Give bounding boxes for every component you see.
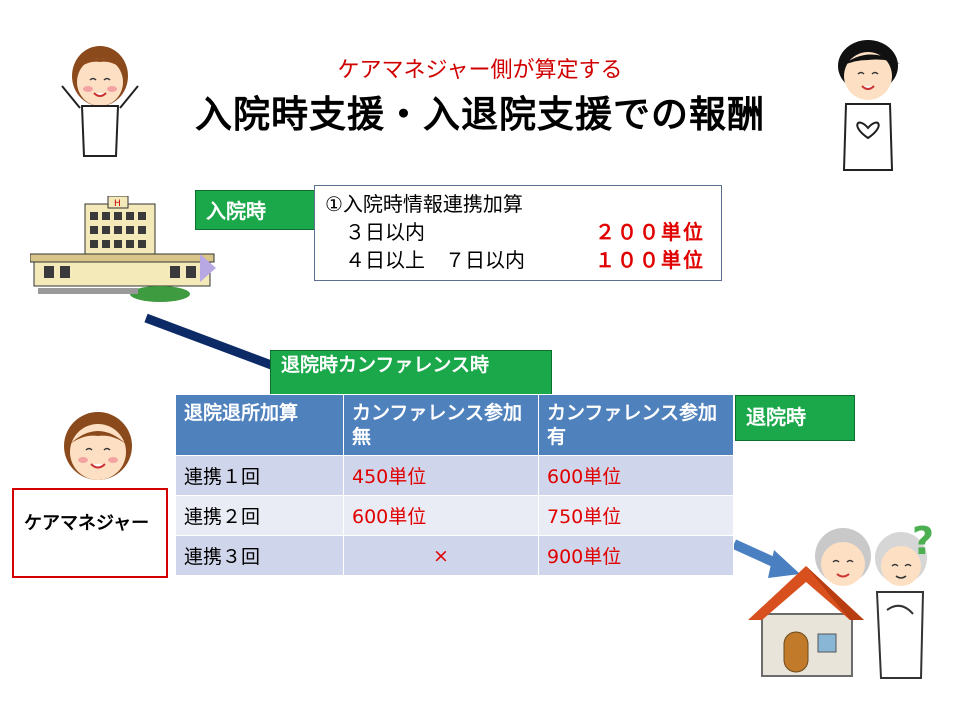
elderly-couple-illustration <box>815 528 927 679</box>
table-cell: 600単位 <box>343 495 539 536</box>
care-manager-label: ケアマネジャー <box>12 488 168 578</box>
reward-table: 退院退所加算 カンファレンス参加無 カンファレンス参加有 連携１回 450単位 … <box>175 394 734 576</box>
table-header-cell: カンファレンス参加無 <box>343 394 539 456</box>
table-cell: 連携２回 <box>175 495 344 536</box>
subtitle: ケアマネジャー側が算定する <box>337 58 623 83</box>
table-row: 連携３回 × 900単位 <box>175 535 734 576</box>
care-manager-face <box>64 412 132 480</box>
question-mark-icon: ? <box>912 519 934 562</box>
table-header-row: 退院退所加算 カンファレンス参加無 カンファレンス参加有 <box>175 394 734 456</box>
page-title: 入院時支援・入退院支援での報酬 <box>195 93 765 136</box>
table-cell: 連携１回 <box>175 455 344 496</box>
admission-row: ４日以上 ７日以内 １００単位 <box>325 246 711 274</box>
house-illustration <box>748 566 864 677</box>
table-header-cell: カンファレンス参加有 <box>538 394 734 456</box>
svg-text:H: H <box>114 199 121 209</box>
table-header-cell: 退院退所加算 <box>175 394 344 456</box>
admission-value: １００単位 <box>595 248 705 272</box>
table-cell: × <box>343 535 539 576</box>
admission-label: 入院時 <box>195 190 315 230</box>
admission-period: ３日以内 <box>345 220 425 244</box>
admission-period: ４日以上 ７日以内 <box>345 248 525 272</box>
arrow-right-icon <box>734 539 800 578</box>
discharge-label: 退院時 <box>735 395 855 441</box>
admission-info-box: ①入院時情報連携加算 ３日以内 ２００単位 ４日以上 ７日以内 １００単位 <box>314 185 722 281</box>
admission-value: ２００単位 <box>595 220 705 244</box>
helper-illustration <box>838 40 900 171</box>
table-cell: 750単位 <box>538 495 734 536</box>
table-row: 連携２回 600単位 750単位 <box>175 495 734 536</box>
svg-text:?: ? <box>912 519 934 562</box>
flow-arrow <box>144 313 292 377</box>
table-cell: 連携３回 <box>175 535 344 576</box>
admission-row: ３日以内 ２００単位 <box>325 218 711 246</box>
admission-item-title: ①入院時情報連携加算 <box>325 192 523 216</box>
table-row: 連携１回 450単位 600単位 <box>175 455 734 496</box>
nurse-illustration <box>61 46 139 157</box>
table-cell: 600単位 <box>538 455 734 496</box>
table-cell: 900単位 <box>538 535 734 576</box>
hospital-illustration: H <box>30 196 216 302</box>
conference-label: 退院時カンファレンス時 <box>270 350 552 396</box>
table-cell: 450単位 <box>343 455 539 496</box>
